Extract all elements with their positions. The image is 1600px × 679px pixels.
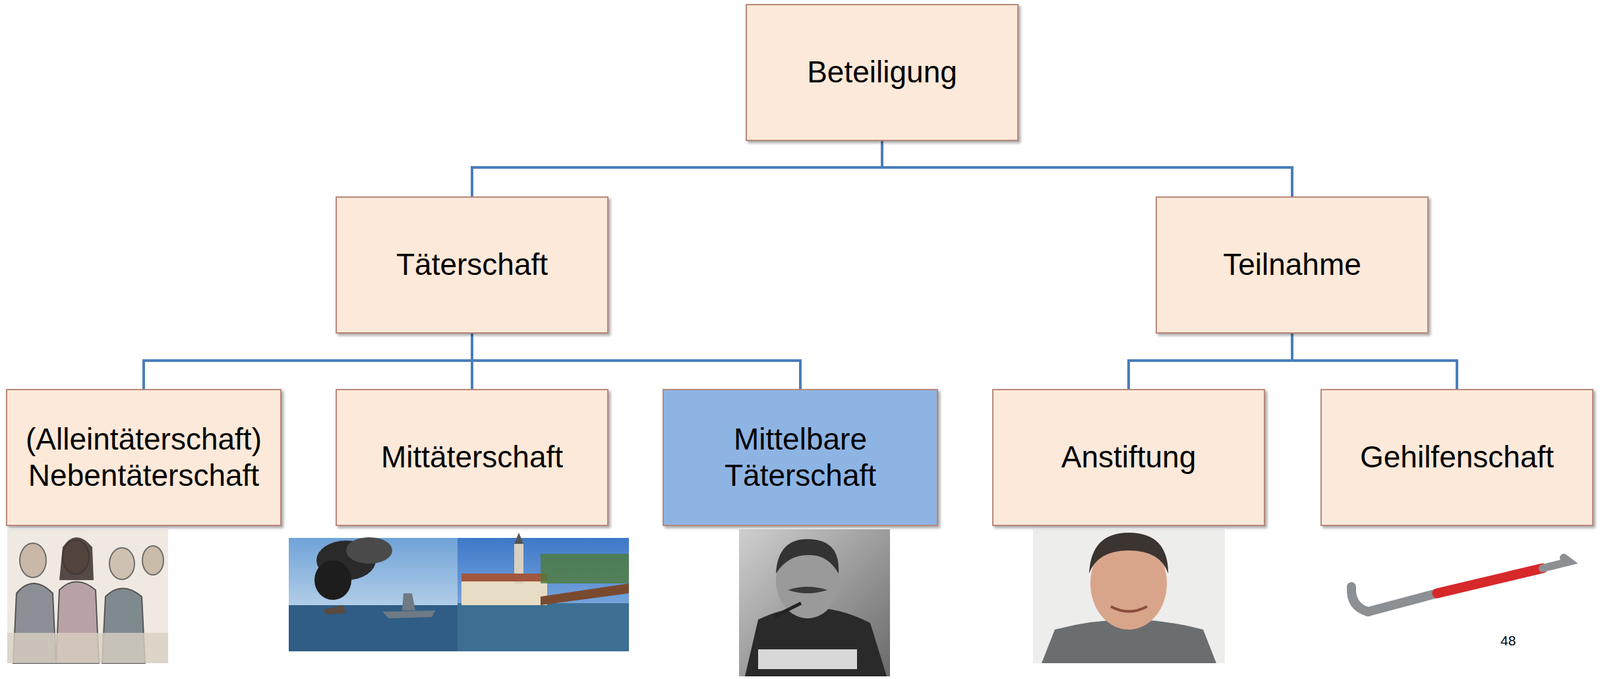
org-box: Täterschaft [335,196,609,334]
box-label: Mittelbare Täterschaft [679,421,921,494]
sketch-ground [7,529,169,664]
org-box: Anstiftung [992,388,1266,527]
smoke [314,560,352,600]
org-box: Mittäterschaft [335,388,609,527]
box-label: Täterschaft [396,246,548,283]
figure-body [744,607,887,677]
ship [382,593,436,619]
tree-connector [143,333,473,389]
photo-ground [739,529,890,677]
portrait-photo [1033,529,1225,664]
figure-hair [775,539,839,574]
box-label: Mittäterschaft [381,439,563,476]
photo-sky [457,537,629,652]
org-box: Mittelbare Täterschaft [662,388,939,527]
bw-portrait [739,529,890,677]
tree-connector [1128,333,1293,389]
tree-connector [1292,333,1457,389]
church-tower [514,532,524,544]
crowbar-grip [1437,568,1543,594]
box-label: Gehilfenschaft [1360,439,1554,476]
tree-connector [472,333,801,389]
figure-smile [1110,606,1148,612]
sketch-figure [109,547,135,580]
org-box: Beteiligung [745,3,1019,142]
ship-photo [288,537,458,652]
buildings [461,580,548,606]
crowbar [1351,557,1570,612]
trees [540,553,629,584]
paper [758,649,858,670]
org-box: (Alleintäterschaft) Nebentäterschaft [5,388,282,527]
sketch-figure [19,543,47,578]
city-photo [457,532,629,652]
sketch-figure [142,545,164,575]
photo-ground [1033,529,1225,664]
roofs [461,573,548,582]
box-label: Teilnahme [1222,246,1362,283]
tree-connector [882,141,1293,197]
crowbar-shaft [1367,593,1438,612]
figure-hair [1089,532,1169,574]
photo-sky [288,537,458,652]
sketch-table [7,632,169,664]
courtroom-sketch [7,529,169,664]
sketch-hair [59,537,94,581]
box-label: Anstiftung [1061,439,1197,476]
bridge [540,583,629,606]
pipe [774,603,801,617]
smoke [346,537,393,564]
figure-moustache [787,586,828,594]
box-label: Beteiligung [806,54,958,91]
photo-water [457,603,629,652]
tree-connector [472,141,883,197]
crowbar-claw [1542,557,1570,569]
ship [323,605,347,615]
org-box: Teilnahme [1155,196,1429,334]
page-number: 48 [1500,632,1516,649]
box-label: (Alleintäterschaft) Nebentäterschaft [23,421,265,494]
org-box: Gehilfenschaft [1320,388,1594,527]
